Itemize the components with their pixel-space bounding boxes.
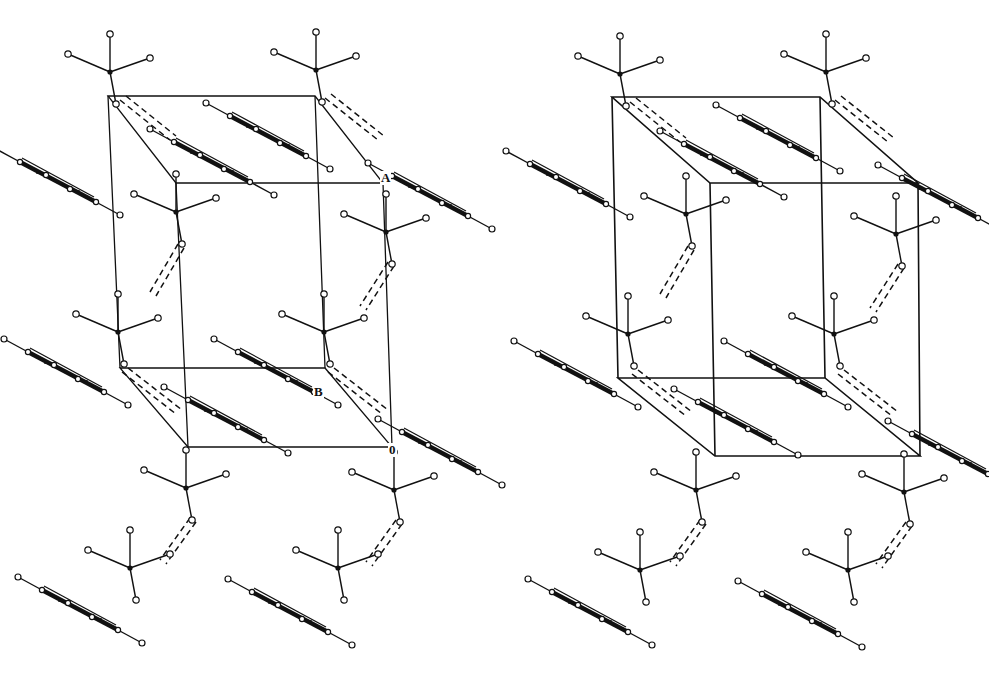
unit-cell xyxy=(108,96,392,447)
right-view xyxy=(503,31,989,650)
axis-label: B xyxy=(313,385,324,399)
left-view xyxy=(0,29,505,648)
axis-label: 0 xyxy=(388,443,397,457)
axis-label: A xyxy=(380,171,391,185)
